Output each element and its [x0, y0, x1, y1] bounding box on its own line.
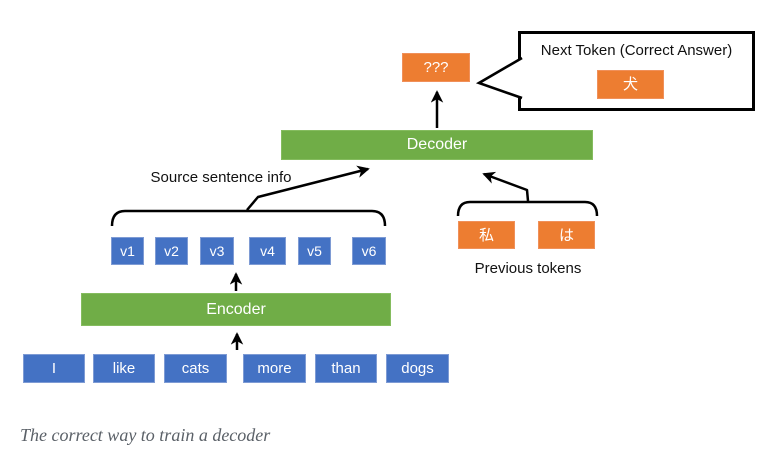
- input-word-than: than: [315, 354, 377, 383]
- previous-token-1-box: 私: [458, 221, 515, 249]
- encoder-output-v1: v1: [111, 237, 144, 265]
- input-word-i: I: [23, 354, 85, 383]
- encoder-output-v5: v5: [298, 237, 331, 265]
- source-sentence-info-label: Source sentence info: [150, 169, 292, 186]
- encoder-output-v4: v4: [249, 237, 286, 265]
- source-vectors-bracket: [110, 209, 387, 227]
- input-word-more: more: [243, 354, 306, 383]
- previous-tokens-to-decoder-arrow-icon: [482, 171, 530, 202]
- callout-title: Next Token (Correct Answer): [540, 42, 733, 59]
- encoder-output-v3: v3: [200, 237, 234, 265]
- input-word-dogs: dogs: [386, 354, 449, 383]
- previous-token-2-box: は: [538, 221, 595, 249]
- predicted-token-box: ???: [402, 53, 470, 82]
- previous-tokens-label: Previous tokens: [474, 260, 582, 277]
- callout-tail: [475, 56, 523, 100]
- correct-answer-token-box: 犬: [597, 70, 664, 99]
- previous-tokens-bracket: [456, 200, 599, 217]
- encoder-output-v6: v6: [352, 237, 386, 265]
- figure-caption: The correct way to train a decoder: [20, 425, 271, 445]
- decoder-bar: Decoder: [281, 130, 593, 160]
- input-word-like: like: [93, 354, 155, 383]
- input-word-cats: cats: [164, 354, 227, 383]
- encoder-output-v2: v2: [155, 237, 188, 265]
- encoder-bar: Encoder: [81, 293, 391, 326]
